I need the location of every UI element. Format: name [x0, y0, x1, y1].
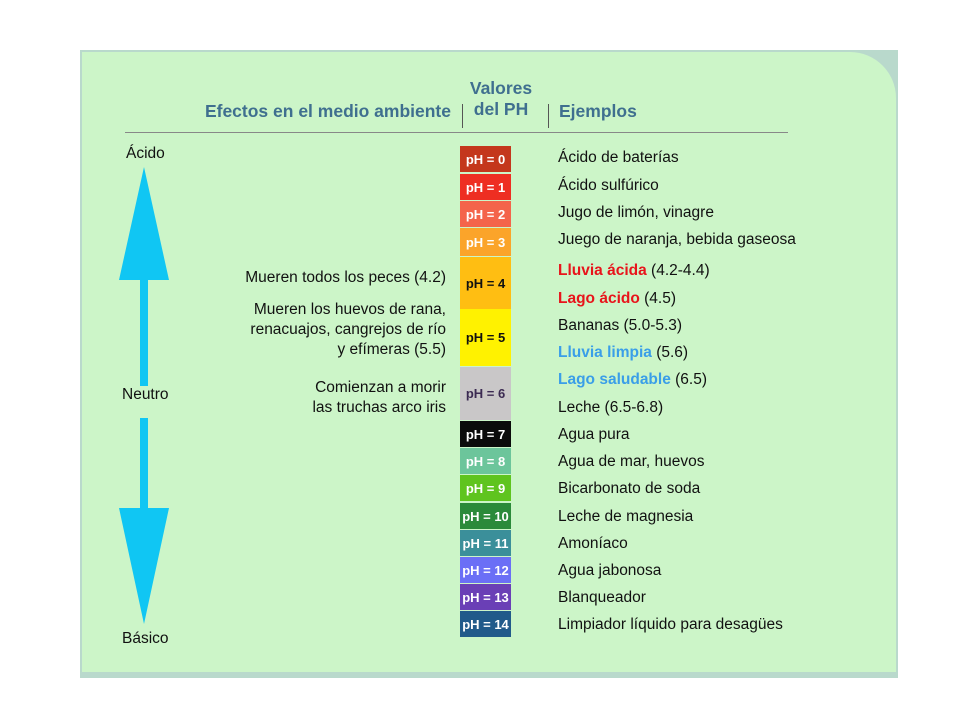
effect-line: Comienzan a morir	[315, 379, 446, 396]
basic-label: Básico	[122, 630, 169, 647]
example-text: Agua jabonosa	[558, 562, 662, 579]
example-item: Jugo de limón, vinagre	[558, 203, 714, 223]
ph-level-1: pH = 1	[460, 174, 511, 200]
ph-level-11: pH = 11	[460, 530, 511, 556]
ph-level-12: pH = 12	[460, 557, 511, 583]
example-text: (6.5)	[670, 371, 708, 388]
ph-level-2: pH = 2	[460, 201, 511, 227]
ph-level-6: pH = 6	[460, 367, 511, 420]
header-rule	[125, 132, 788, 133]
ph-scale-panel: Efectos en el medio ambiente Valores del…	[82, 52, 896, 672]
example-text: Jugo de limón, vinagre	[558, 204, 714, 221]
arrow-upper-icon	[119, 167, 169, 386]
ph-level-7: pH = 7	[460, 421, 511, 447]
example-text: Leche de magnesia	[558, 508, 694, 525]
example-item: Limpiador líquido para desagües	[558, 615, 783, 635]
example-highlight: Lago saludable	[558, 371, 671, 388]
ph-level-9: pH = 9	[460, 475, 511, 501]
diagram-frame: Efectos en el medio ambiente Valores del…	[80, 50, 898, 678]
example-item: Bicarbonato de soda	[558, 479, 700, 499]
effect-fish-die: Mueren todos los peces (4.2)	[245, 268, 446, 288]
ph-level-4: pH = 4	[460, 257, 511, 309]
header-divider-left	[462, 104, 463, 128]
example-text: (4.2-4.4)	[646, 262, 710, 279]
ph-level-8: pH = 8	[460, 448, 511, 474]
ph-level-0: pH = 0	[460, 146, 511, 172]
example-item: Blanqueador	[558, 588, 646, 608]
example-text: Ácido de baterías	[558, 149, 679, 166]
effect-line: renacuajos, cangrejos de río	[250, 321, 446, 338]
header-examples: Ejemplos	[559, 101, 637, 121]
example-item: Agua pura	[558, 425, 630, 445]
ph-level-14: pH = 14	[460, 611, 511, 637]
example-item: Leche (6.5-6.8)	[558, 398, 663, 418]
effect-frog-eggs-die: Mueren los huevos de rana, renacuajos, ca…	[250, 300, 446, 360]
example-item: Ácido de baterías	[558, 148, 679, 168]
example-text: (4.5)	[639, 290, 677, 307]
example-text: Agua pura	[558, 426, 630, 443]
example-text: Juego de naranja, bebida gaseosa	[558, 231, 796, 248]
example-item: Agua jabonosa	[558, 561, 661, 581]
example-item: Amoníaco	[558, 534, 628, 554]
effect-trout-die: Comienzan a morir las truchas arco iris	[312, 378, 446, 418]
example-text: Leche (6.5-6.8)	[558, 399, 664, 416]
header-effects: Efectos en el medio ambiente	[204, 101, 451, 121]
example-item: Lluvia limpia (5.6)	[558, 343, 688, 363]
effect-line: las truchas arco iris	[312, 399, 446, 416]
ph-level-13: pH = 13	[460, 584, 511, 610]
effect-line: Mueren los huevos de rana,	[253, 301, 446, 318]
example-text: Bananas (5.0-5.3)	[558, 317, 683, 334]
header-values-line2: del PH	[473, 99, 529, 119]
effect-line: y efímeras (5.5)	[337, 341, 446, 358]
example-text: (5.6)	[651, 344, 689, 361]
example-text: Agua de mar, huevos	[558, 453, 705, 470]
example-item: Juego de naranja, bebida gaseosa	[558, 230, 796, 250]
example-item: Bananas (5.0-5.3)	[558, 316, 682, 336]
example-highlight: Lago ácido	[558, 290, 640, 307]
example-item: Leche de magnesia	[558, 507, 693, 527]
header-divider-right	[548, 104, 549, 128]
example-text: Ácido sulfúrico	[558, 177, 659, 194]
example-text: Amoníaco	[558, 535, 628, 552]
neutral-label: Neutro	[122, 386, 169, 403]
example-item: Lago saludable (6.5)	[558, 370, 707, 390]
header-values: Valores del PH	[454, 78, 548, 120]
example-text: Limpiador líquido para desagües	[558, 616, 783, 633]
ph-level-5: pH = 5	[460, 309, 511, 366]
effect-line: Mueren todos los peces (4.2)	[245, 269, 446, 286]
ph-level-10: pH = 10	[460, 503, 511, 529]
example-item: Lago ácido (4.5)	[558, 289, 676, 309]
example-item: Agua de mar, huevos	[558, 452, 705, 472]
example-highlight: Lluvia ácida	[558, 262, 647, 279]
acid-base-double-arrow-icon	[119, 167, 169, 624]
example-highlight: Lluvia limpia	[558, 344, 652, 361]
example-item: Lluvia ácida (4.2-4.4)	[558, 261, 710, 281]
arrow-lower-icon	[119, 418, 169, 624]
header-values-line1: Valores	[469, 78, 533, 98]
example-text: Bicarbonato de soda	[558, 480, 701, 497]
example-item: Ácido sulfúrico	[558, 176, 659, 196]
acid-label: Ácido	[126, 145, 165, 162]
ph-level-3: pH = 3	[460, 228, 511, 256]
example-text: Blanqueador	[558, 589, 646, 606]
